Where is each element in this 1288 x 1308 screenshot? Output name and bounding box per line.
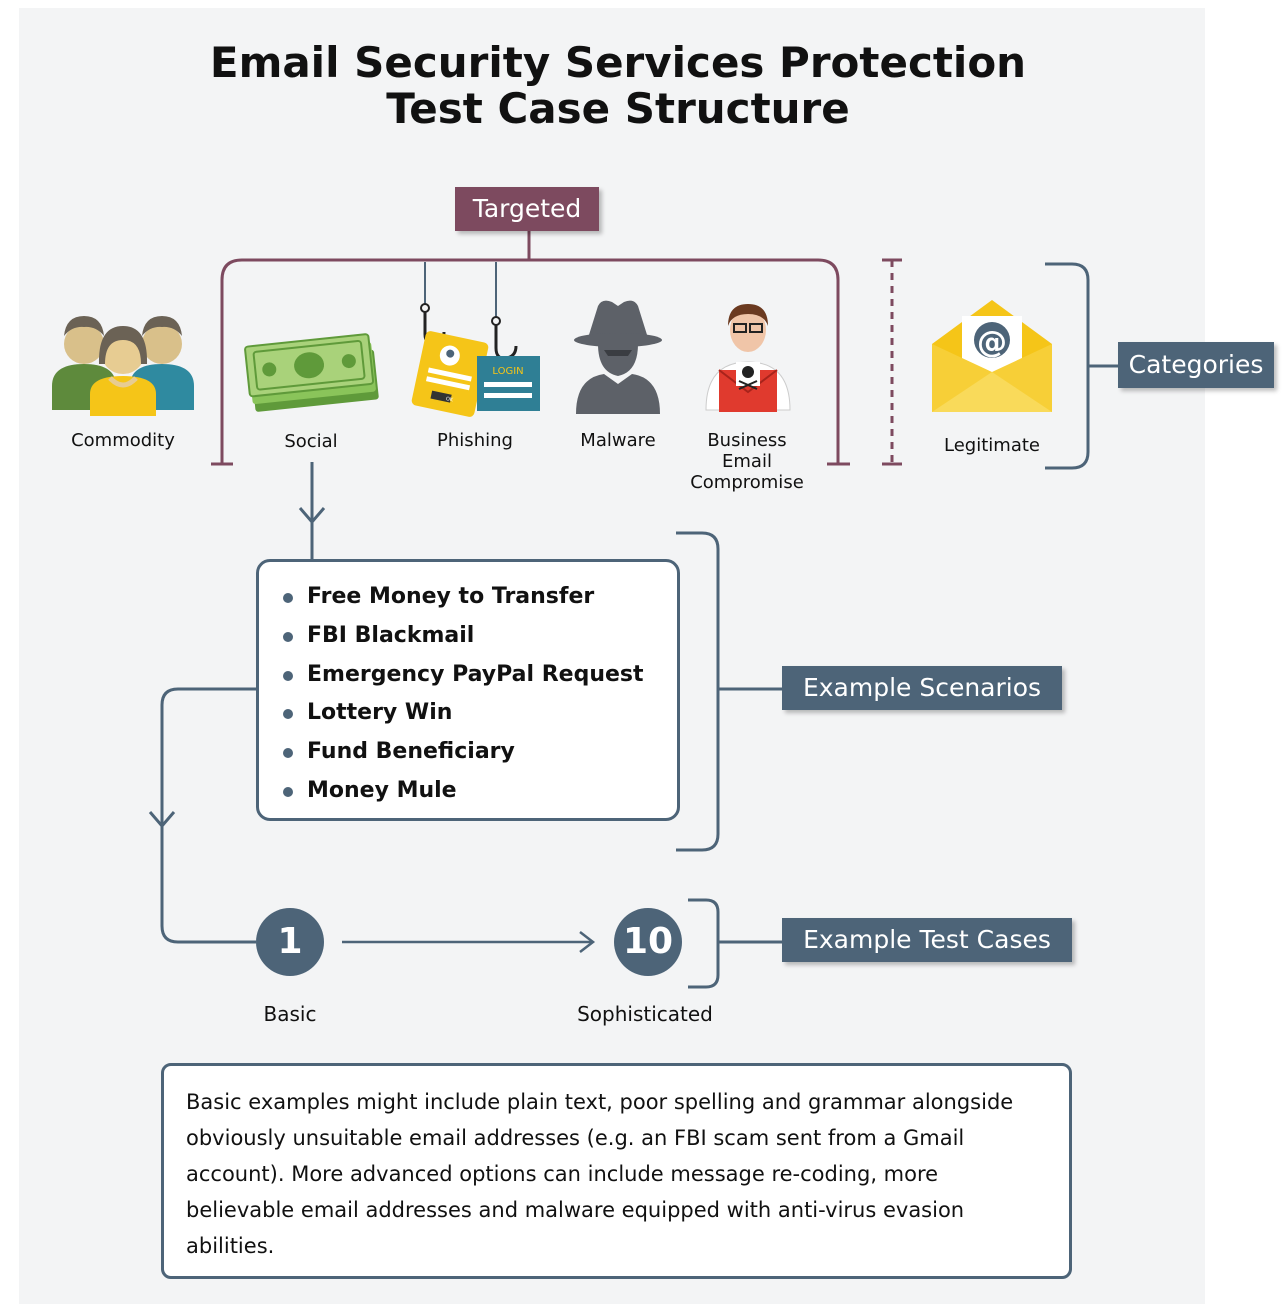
login-text: LOGIN	[492, 366, 523, 377]
example-scenarios-tag: Example Scenarios	[782, 666, 1062, 710]
category-phishing: Phishing	[437, 430, 513, 451]
bec-label-line-2: Email	[722, 451, 772, 472]
note-box: Basic examples might include plain text,…	[161, 1063, 1072, 1279]
targeted-tag: Targeted	[455, 187, 599, 231]
scenario-item: FBI Blackmail	[283, 621, 677, 660]
bec-label-line-3: Compromise	[690, 472, 804, 493]
ok-text: OK	[445, 396, 454, 404]
test-case-basic-circle: 1	[256, 908, 324, 976]
scenario-item: Emergency PayPal Request	[283, 660, 677, 699]
title-line-2: Test Case Structure	[386, 84, 850, 133]
example-test-cases-tag: Example Test Cases	[782, 918, 1072, 962]
scenario-item: Lottery Win	[283, 698, 677, 737]
scenario-item: Fund Beneficiary	[283, 737, 677, 776]
categories-tag: Categories	[1118, 342, 1274, 388]
category-social: Social	[284, 431, 338, 452]
category-malware: Malware	[580, 430, 656, 451]
scenario-box: Free Money to Transfer FBI Blackmail Eme…	[256, 559, 680, 821]
title-line-1: Email Security Services Protection	[209, 38, 1027, 87]
test-case-sophisticated-circle: 10	[614, 908, 682, 976]
test-case-sophisticated-label: Sophisticated	[577, 1002, 713, 1026]
bec-label-line-1: Business	[707, 430, 787, 451]
category-commodity: Commodity	[71, 430, 175, 451]
category-legitimate: Legitimate	[944, 435, 1040, 456]
scenario-item: Free Money to Transfer	[283, 582, 677, 621]
scenario-item: Money Mule	[283, 776, 677, 815]
at-symbol-text: @	[977, 325, 1007, 360]
scenario-list: Free Money to Transfer FBI Blackmail Eme…	[259, 562, 677, 815]
test-case-basic-label: Basic	[263, 1002, 317, 1026]
category-business-email-compromise: Business Email Compromise	[672, 430, 822, 493]
